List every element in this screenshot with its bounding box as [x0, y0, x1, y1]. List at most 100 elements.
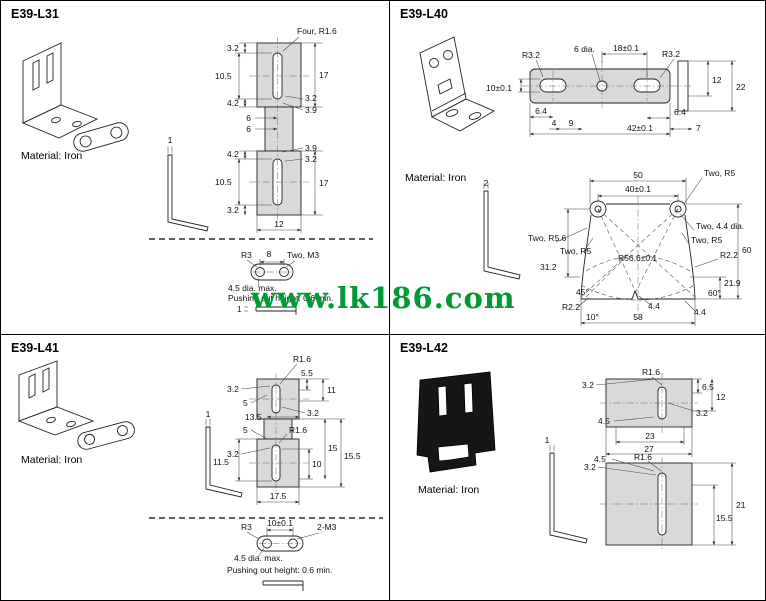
bracket-silhouette: [416, 371, 496, 473]
dimension-lines: [235, 36, 323, 233]
dim-label: 18±0.1: [613, 43, 639, 53]
dim-label: 3.2: [227, 205, 239, 215]
dim-label: 17: [319, 70, 329, 80]
dim-label: 15.5: [344, 451, 361, 461]
dim-label: R1.6: [293, 354, 311, 364]
dim-label: R3.2: [662, 49, 680, 59]
dim-label: 10±0.1: [267, 518, 293, 528]
dim-label: R56.6±0.1: [618, 253, 657, 263]
dim-label: 10: [312, 459, 322, 469]
watermark: www.lk186.com: [251, 281, 516, 315]
dim-label: R1.6: [289, 425, 307, 435]
dimension-labels: 3.2 R1.6 6.5 12 3.2 4.5 23 27 4.5 R1.6 3…: [545, 367, 746, 523]
dim-label: 10.5: [215, 71, 232, 81]
dim-label: 2-M3: [317, 522, 337, 532]
dim-label: 1: [206, 409, 211, 419]
side-view: [205, 419, 243, 498]
dim-label: 3.2: [582, 380, 594, 390]
isometric-sketch: [21, 42, 129, 152]
dim-label: R3: [241, 250, 252, 260]
dim-label: 11.5: [213, 457, 229, 467]
drawing-e39-l40: E39-L40 Material: Iron: [400, 7, 752, 326]
dim-label: 4.5 dia. max.: [228, 283, 277, 293]
dim-label: 12: [274, 219, 284, 229]
front-view-dims: [235, 363, 345, 505]
dim-label: 17: [319, 178, 329, 188]
dim-label: 12: [716, 392, 726, 402]
dim-label: 21.9: [724, 278, 741, 288]
dim-label: 5: [243, 425, 248, 435]
dim-label: 13.5: [245, 412, 262, 422]
panel-title: E39-L40: [400, 7, 448, 21]
dim-label: 4.4: [694, 307, 706, 317]
dim-label: 21: [736, 500, 746, 510]
isometric-sketch: [17, 360, 135, 450]
dim-label: 4: [552, 118, 557, 128]
panel-title: E39-L42: [400, 341, 448, 355]
panel-title: E39-L41: [11, 341, 59, 355]
dim-label: 6: [246, 113, 251, 123]
material-label: Material: Iron: [21, 150, 82, 162]
dim-label: Pushing out height: 0.6 min.: [228, 293, 333, 303]
dim-label: Four, R1.6: [297, 26, 337, 36]
side-view: [483, 183, 521, 280]
bottom-detail: [244, 259, 297, 315]
material-label: Material: Iron: [21, 454, 82, 466]
material-label: Material: Iron: [405, 172, 466, 184]
dim-label: 12: [712, 75, 722, 85]
front-view: [249, 373, 309, 493]
dim-label: 6.4: [535, 106, 547, 116]
dim-label: 3.2: [227, 449, 239, 459]
dim-label: Pushing out height: 0.6 min.: [227, 565, 332, 575]
drawing-e39-l41: E39-L41 Material: Iron: [11, 341, 383, 591]
dim-label: Two, M3: [287, 250, 319, 260]
dim-label: 3.9: [305, 143, 317, 153]
dim-label: 3.9: [305, 105, 317, 115]
bottom-detail: [246, 527, 320, 591]
material-label: Material: Iron: [418, 484, 479, 496]
top-view-dims: [518, 51, 736, 137]
dim-label: 5.5: [301, 368, 313, 378]
dim-label: 1: [237, 304, 242, 314]
dim-label: 4.5 dia. max.: [234, 553, 283, 563]
dim-label: 1: [545, 435, 550, 445]
dim-label: 3.2: [227, 384, 239, 394]
dim-label: 4.5: [594, 454, 606, 464]
dim-label: 27: [644, 444, 654, 454]
dimension-labels: R1.6 5.5 11 3.2 5 13.5 3.2 5 R1.6 3.2 11…: [206, 354, 361, 575]
dim-label: 40±0.1: [625, 184, 651, 194]
dim-label: 10.5: [215, 177, 232, 187]
dim-label: 3.2: [305, 93, 317, 103]
dim-label: 3.2: [227, 43, 239, 53]
grid-divider-vertical: [389, 1, 390, 600]
dim-label: 45°: [576, 287, 589, 297]
dim-label: 4.2: [227, 98, 239, 108]
dim-label: 31.2: [540, 262, 557, 272]
lower-view: [600, 457, 698, 551]
dim-label: 22: [736, 82, 746, 92]
dim-label: 3.2: [307, 408, 319, 418]
panel-e39-l40: E39-L40 Material: Iron: [390, 1, 765, 335]
dim-label: 3.2: [584, 462, 596, 472]
dim-label: 4.4: [648, 301, 660, 311]
dim-label: Two, 4.4 dia.: [696, 221, 744, 231]
dim-label: 42±0.1: [627, 123, 653, 133]
dim-label: 8: [267, 249, 272, 259]
dim-label: 50: [633, 170, 643, 180]
fan-view-dims: [555, 177, 742, 326]
dim-label: 17.5: [270, 491, 287, 501]
dim-label: R1.6: [642, 367, 660, 377]
dimension-labels: R3.2 6 dia. 18±0.1 R3.2 10±0.1 6.4 4 9 4…: [484, 43, 752, 322]
panel-title: E39-L31: [11, 7, 59, 21]
dim-label: 9: [569, 118, 574, 128]
dim-label: 6.5: [702, 382, 714, 392]
dim-label: 60°: [708, 288, 721, 298]
dim-label: 4.2: [227, 149, 239, 159]
panel-e39-l31: E39-L31 Material: Iron: [1, 1, 390, 335]
upper-view: [600, 373, 698, 433]
dim-label: 7: [696, 123, 701, 133]
dim-label: 23: [645, 431, 655, 441]
dim-label: R1.6: [634, 452, 652, 462]
dim-label: 6.4: [674, 107, 686, 117]
